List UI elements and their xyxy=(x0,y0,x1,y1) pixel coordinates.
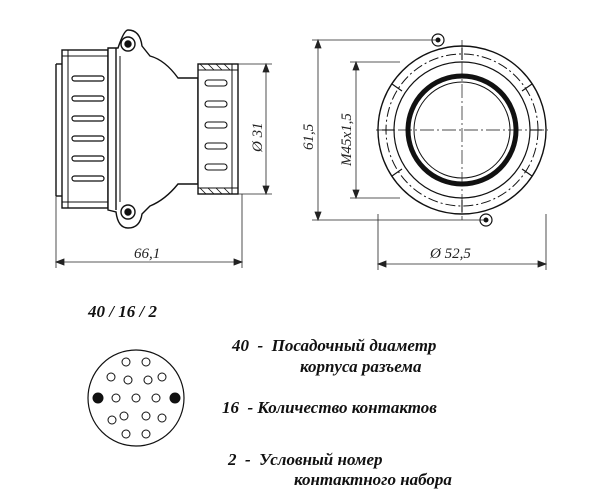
legend-num: 16 xyxy=(222,398,239,417)
flange-body xyxy=(107,29,199,229)
pin-layout xyxy=(87,349,185,447)
side-dimensions xyxy=(54,62,272,268)
pin-layout-outline xyxy=(87,349,185,447)
front-dimensions xyxy=(312,38,548,270)
sleeve-ribs xyxy=(204,79,228,171)
designation-code: 40 / 16 / 2 xyxy=(88,302,157,321)
legend-line1: Количество контактов xyxy=(257,398,437,417)
legend-sep: - xyxy=(247,398,254,417)
length-dimension: 66,1 xyxy=(134,246,160,262)
legend-item-set-line2: контактного набора xyxy=(294,470,452,489)
height-dimension: 61,5 xyxy=(301,123,317,150)
outer-diameter-dimension: Ø 52,5 xyxy=(429,246,471,262)
front-view xyxy=(376,33,548,227)
legend-num: 40 xyxy=(232,336,249,355)
thread-dimension: M45x1,5 xyxy=(339,113,355,167)
legend-num: 2 xyxy=(228,450,237,469)
neck-diameter-dimension: Ø 31 xyxy=(250,122,266,153)
rear-sleeve xyxy=(197,63,239,195)
legend-item-diameter-line2: корпуса разъема xyxy=(300,357,422,376)
nut-ribs xyxy=(71,75,105,182)
mount-hole-top xyxy=(120,36,136,52)
key-pin-right xyxy=(169,392,181,404)
coupling-nut-body xyxy=(61,49,109,209)
legend-line1: Посадочный диаметр xyxy=(271,336,437,355)
legend-sep: - xyxy=(245,450,251,469)
mount-hole-bottom xyxy=(120,204,136,220)
legend-item-diameter: 40 - Посадочный диаметр xyxy=(232,336,436,356)
legend-sep: - xyxy=(257,336,264,355)
legend-item-set: 2 - Условный номер xyxy=(228,450,383,470)
key-pin-left xyxy=(92,392,104,404)
side-view xyxy=(55,29,239,229)
legend-item-contacts: 16 - Количество контактов xyxy=(222,398,437,418)
legend-line1: Условный номер xyxy=(259,450,383,469)
